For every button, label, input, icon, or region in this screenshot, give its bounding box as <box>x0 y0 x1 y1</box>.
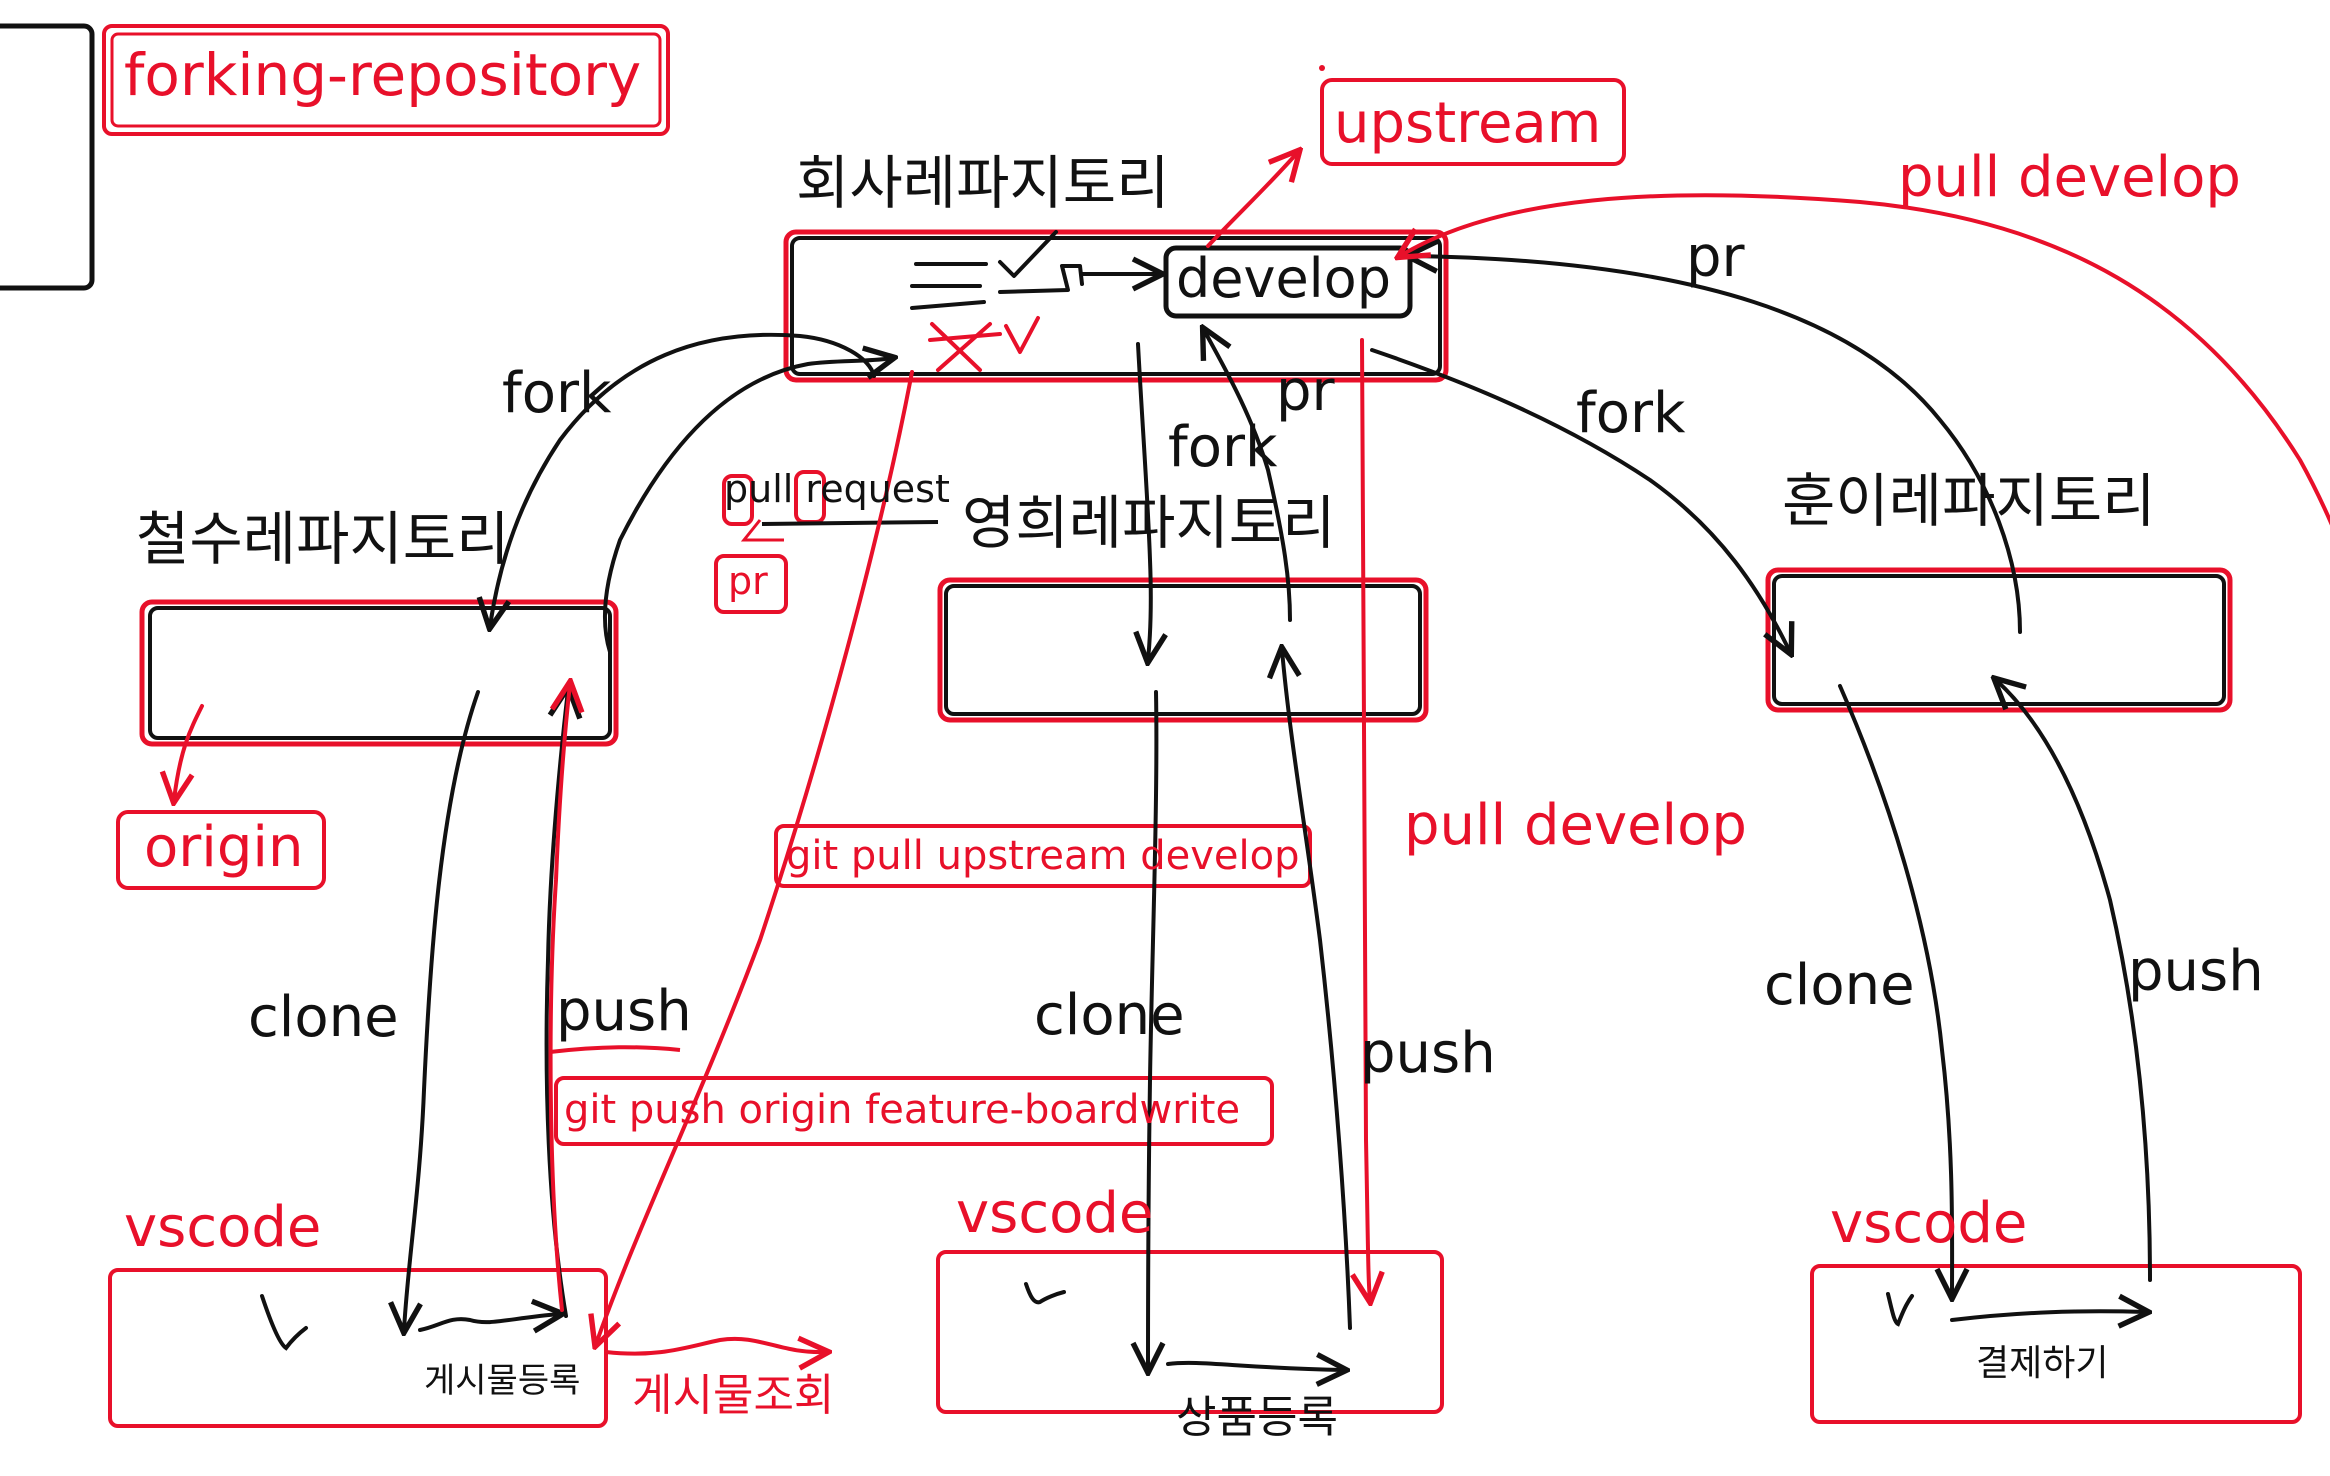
fork-arrow-left <box>490 332 876 626</box>
pull-develop-arrow-mid <box>1362 338 1370 1300</box>
origin-label: origin <box>144 815 304 880</box>
vscode-left-red-flow <box>604 1339 826 1354</box>
upstream-to-vscode-arrow <box>596 370 914 1344</box>
fork-arrow-mid <box>1138 342 1151 660</box>
push-arrow-mid <box>1282 650 1352 1330</box>
clone-right-label: clone <box>1764 953 1915 1018</box>
push-left-label: push <box>556 979 692 1044</box>
pr-tag-box <box>714 554 788 614</box>
cheolsu-repo-label: 철수레파지토리 <box>136 505 510 573</box>
origin-arrow <box>174 704 204 800</box>
push-mid-label: push <box>1360 1021 1496 1086</box>
clone-mid-label: clone <box>1034 983 1185 1048</box>
upstream-arrow <box>1206 152 1298 248</box>
clone-arrow-left <box>404 690 480 1330</box>
pr-arrow-mid <box>1204 330 1292 622</box>
git-pull-cmd-label: git pull upstream develop <box>786 833 1300 879</box>
push-arrow-left-red <box>548 684 570 1312</box>
vscode-left-label: vscode <box>124 1195 322 1260</box>
fork-mid-label: fork <box>1168 415 1278 480</box>
vscode-mid-box <box>936 1250 1444 1414</box>
vscode-mid-label: vscode <box>956 1181 1154 1246</box>
push-arrow-right <box>1996 680 2152 1282</box>
vscode-left-task2: 게시물조회 <box>632 1370 835 1421</box>
pr-mid-label: pr <box>1276 359 1335 424</box>
branch-scribble <box>910 230 1160 372</box>
pr-right-label: pr <box>1686 225 1745 290</box>
title-box <box>102 24 670 136</box>
upstream-label: upstream <box>1334 91 1602 156</box>
vscode-mid-flow <box>1166 1363 1344 1370</box>
pr-tag-label: pr <box>728 559 768 603</box>
pull-develop-arrow-top <box>1400 193 2330 1310</box>
vscode-right-flow <box>1950 1311 2146 1320</box>
vscode-right-task: 결제하기 <box>1976 1343 2109 1384</box>
pull-request-label: pull request <box>724 467 950 511</box>
hoon-repo-box <box>1765 567 2233 713</box>
title-label: forking-repository <box>124 41 642 109</box>
clone-left-label: clone <box>248 985 399 1050</box>
git-push-cmd-box <box>554 1076 1274 1146</box>
pull-develop-label-mid: pull develop <box>1404 793 1747 858</box>
fork-right-label: fork <box>1576 381 1686 446</box>
vscode-left-flow <box>418 1314 560 1330</box>
younghee-repo-label: 영희레파지토리 <box>962 489 1336 557</box>
vscode-right-label: vscode <box>1830 1191 2028 1256</box>
clone-arrow-mid <box>1148 690 1156 1370</box>
upstream-tag-box <box>1320 78 1626 166</box>
vscode-left-box <box>108 1268 608 1428</box>
younghee-repo-box <box>937 577 1429 723</box>
pull-develop-label-top: pull develop <box>1898 145 2241 210</box>
fork-left-label: fork <box>502 361 612 426</box>
pull-request-arrow-left <box>603 358 892 654</box>
origin-tag-box <box>116 810 326 890</box>
vscode-left-task: 게시물등록 <box>424 1361 581 1401</box>
hoon-repo-label: 훈이레파지토리 <box>1782 467 2156 535</box>
push-right-label: push <box>2128 939 2264 1004</box>
pull-bracket-left <box>722 474 754 526</box>
git-push-cmd-label: git push origin feature-boardwrite <box>564 1087 1241 1133</box>
partial-box-left <box>0 23 95 291</box>
company-repo-label: 회사레파지토리 <box>796 149 1170 217</box>
cheolsu-repo-box <box>139 599 619 747</box>
vscode-mid-task: 상품등록 <box>1176 1392 1338 1443</box>
develop-branch-label: develop <box>1176 247 1391 310</box>
